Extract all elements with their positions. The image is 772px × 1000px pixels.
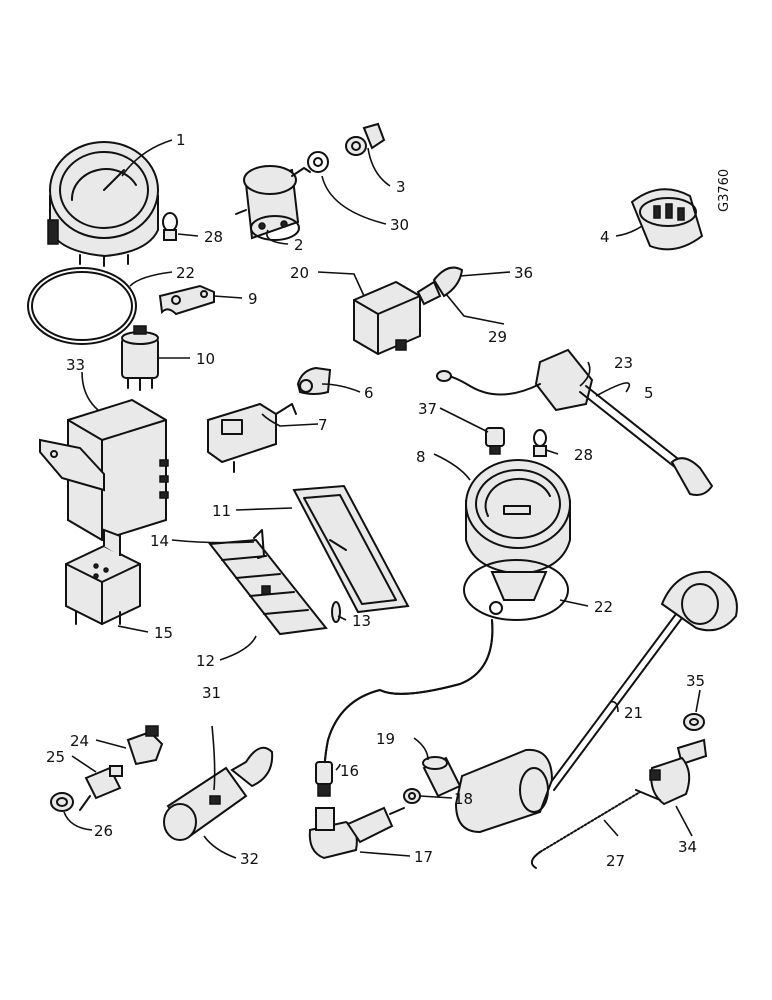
part-ignition-switch	[235, 165, 300, 241]
part-fuel-sender	[454, 570, 738, 834]
part-washer-18	[403, 788, 421, 804]
part-sealing-washer	[50, 792, 74, 812]
callout-16: 16	[340, 762, 359, 780]
leader-lines	[63, 139, 701, 859]
callout-23: 23	[614, 354, 633, 372]
callout-17: 17	[414, 848, 433, 866]
part-flasher-canister	[121, 325, 159, 391]
part-bracket	[158, 284, 215, 316]
part-festoon-bulb	[331, 601, 341, 623]
callout-22-lower: 22	[594, 598, 613, 616]
callout-35: 35	[686, 672, 705, 690]
part-sensor-body	[79, 765, 123, 811]
part-panel-frame	[292, 484, 410, 614]
callout-21: 21	[624, 704, 643, 722]
callout-15: 15	[154, 624, 173, 642]
callout-4: 4	[600, 228, 610, 246]
callout-1: 1	[176, 131, 186, 149]
callout-13: 13	[352, 612, 371, 630]
part-control-box	[39, 398, 169, 542]
part-relay	[65, 528, 141, 626]
part-connector-socket	[630, 188, 704, 251]
callout-34: 34	[678, 838, 697, 856]
part-washer-35	[683, 713, 705, 731]
callout-12: 12	[196, 652, 215, 670]
callout-37: 37	[418, 400, 437, 418]
part-socket	[163, 746, 274, 841]
callout-10: 10	[196, 350, 215, 368]
part-sensor-cap	[126, 725, 164, 766]
part-tachometer	[47, 141, 159, 267]
callout-24: 24	[70, 732, 89, 750]
callout-3: 3	[396, 178, 406, 196]
callout-28-upper: 28	[204, 228, 223, 246]
part-warning-lamp-strip	[208, 538, 328, 636]
callout-6: 6	[364, 384, 374, 402]
part-speedometer-cable	[315, 619, 494, 797]
part-lock-clip	[345, 122, 386, 156]
part-angle-drive	[308, 806, 405, 860]
part-bulb-upper	[162, 212, 178, 241]
callout-2: 2	[294, 236, 304, 254]
callout-11: 11	[212, 502, 231, 520]
callout-25: 25	[46, 748, 65, 766]
callout-33: 33	[66, 356, 85, 374]
part-bulb-lower	[533, 429, 547, 457]
callout-28-lower: 28	[574, 446, 593, 464]
callout-27: 27	[606, 852, 625, 870]
callout-14: 14	[150, 532, 169, 550]
callout-labels: 1 2 3 4 5 6 7 8 9 10 11 12 13 14 15 16 1…	[46, 131, 705, 870]
callout-20: 20	[290, 264, 309, 282]
callout-18: 18	[454, 790, 473, 808]
part-gasket-ring-right	[463, 559, 569, 621]
callout-32: 32	[240, 850, 259, 868]
part-clip	[253, 529, 265, 559]
callout-30: 30	[390, 216, 409, 234]
callout-8: 8	[416, 448, 426, 466]
part-stalk-switch	[436, 348, 714, 496]
callout-9: 9	[248, 290, 258, 308]
part-speedometer	[465, 459, 571, 601]
callout-29: 29	[488, 328, 507, 346]
part-ignition-key	[291, 151, 329, 177]
drawing-reference-code: G3760	[717, 169, 732, 212]
part-coil-spring	[530, 791, 641, 869]
part-relay-with-holder	[353, 266, 464, 356]
part-switch-module	[207, 402, 297, 473]
callout-26: 26	[94, 822, 113, 840]
part-bulb-holder	[485, 427, 505, 455]
callout-22-upper: 22	[176, 264, 195, 282]
part-gasket-ring-left	[27, 267, 137, 345]
part-temperature-switch	[635, 738, 708, 806]
callout-36: 36	[514, 264, 533, 282]
callout-31: 31	[202, 684, 221, 702]
callout-19: 19	[376, 730, 395, 748]
callout-7: 7	[318, 416, 328, 434]
part-lamp-cap	[296, 366, 332, 395]
callout-5: 5	[644, 384, 654, 402]
